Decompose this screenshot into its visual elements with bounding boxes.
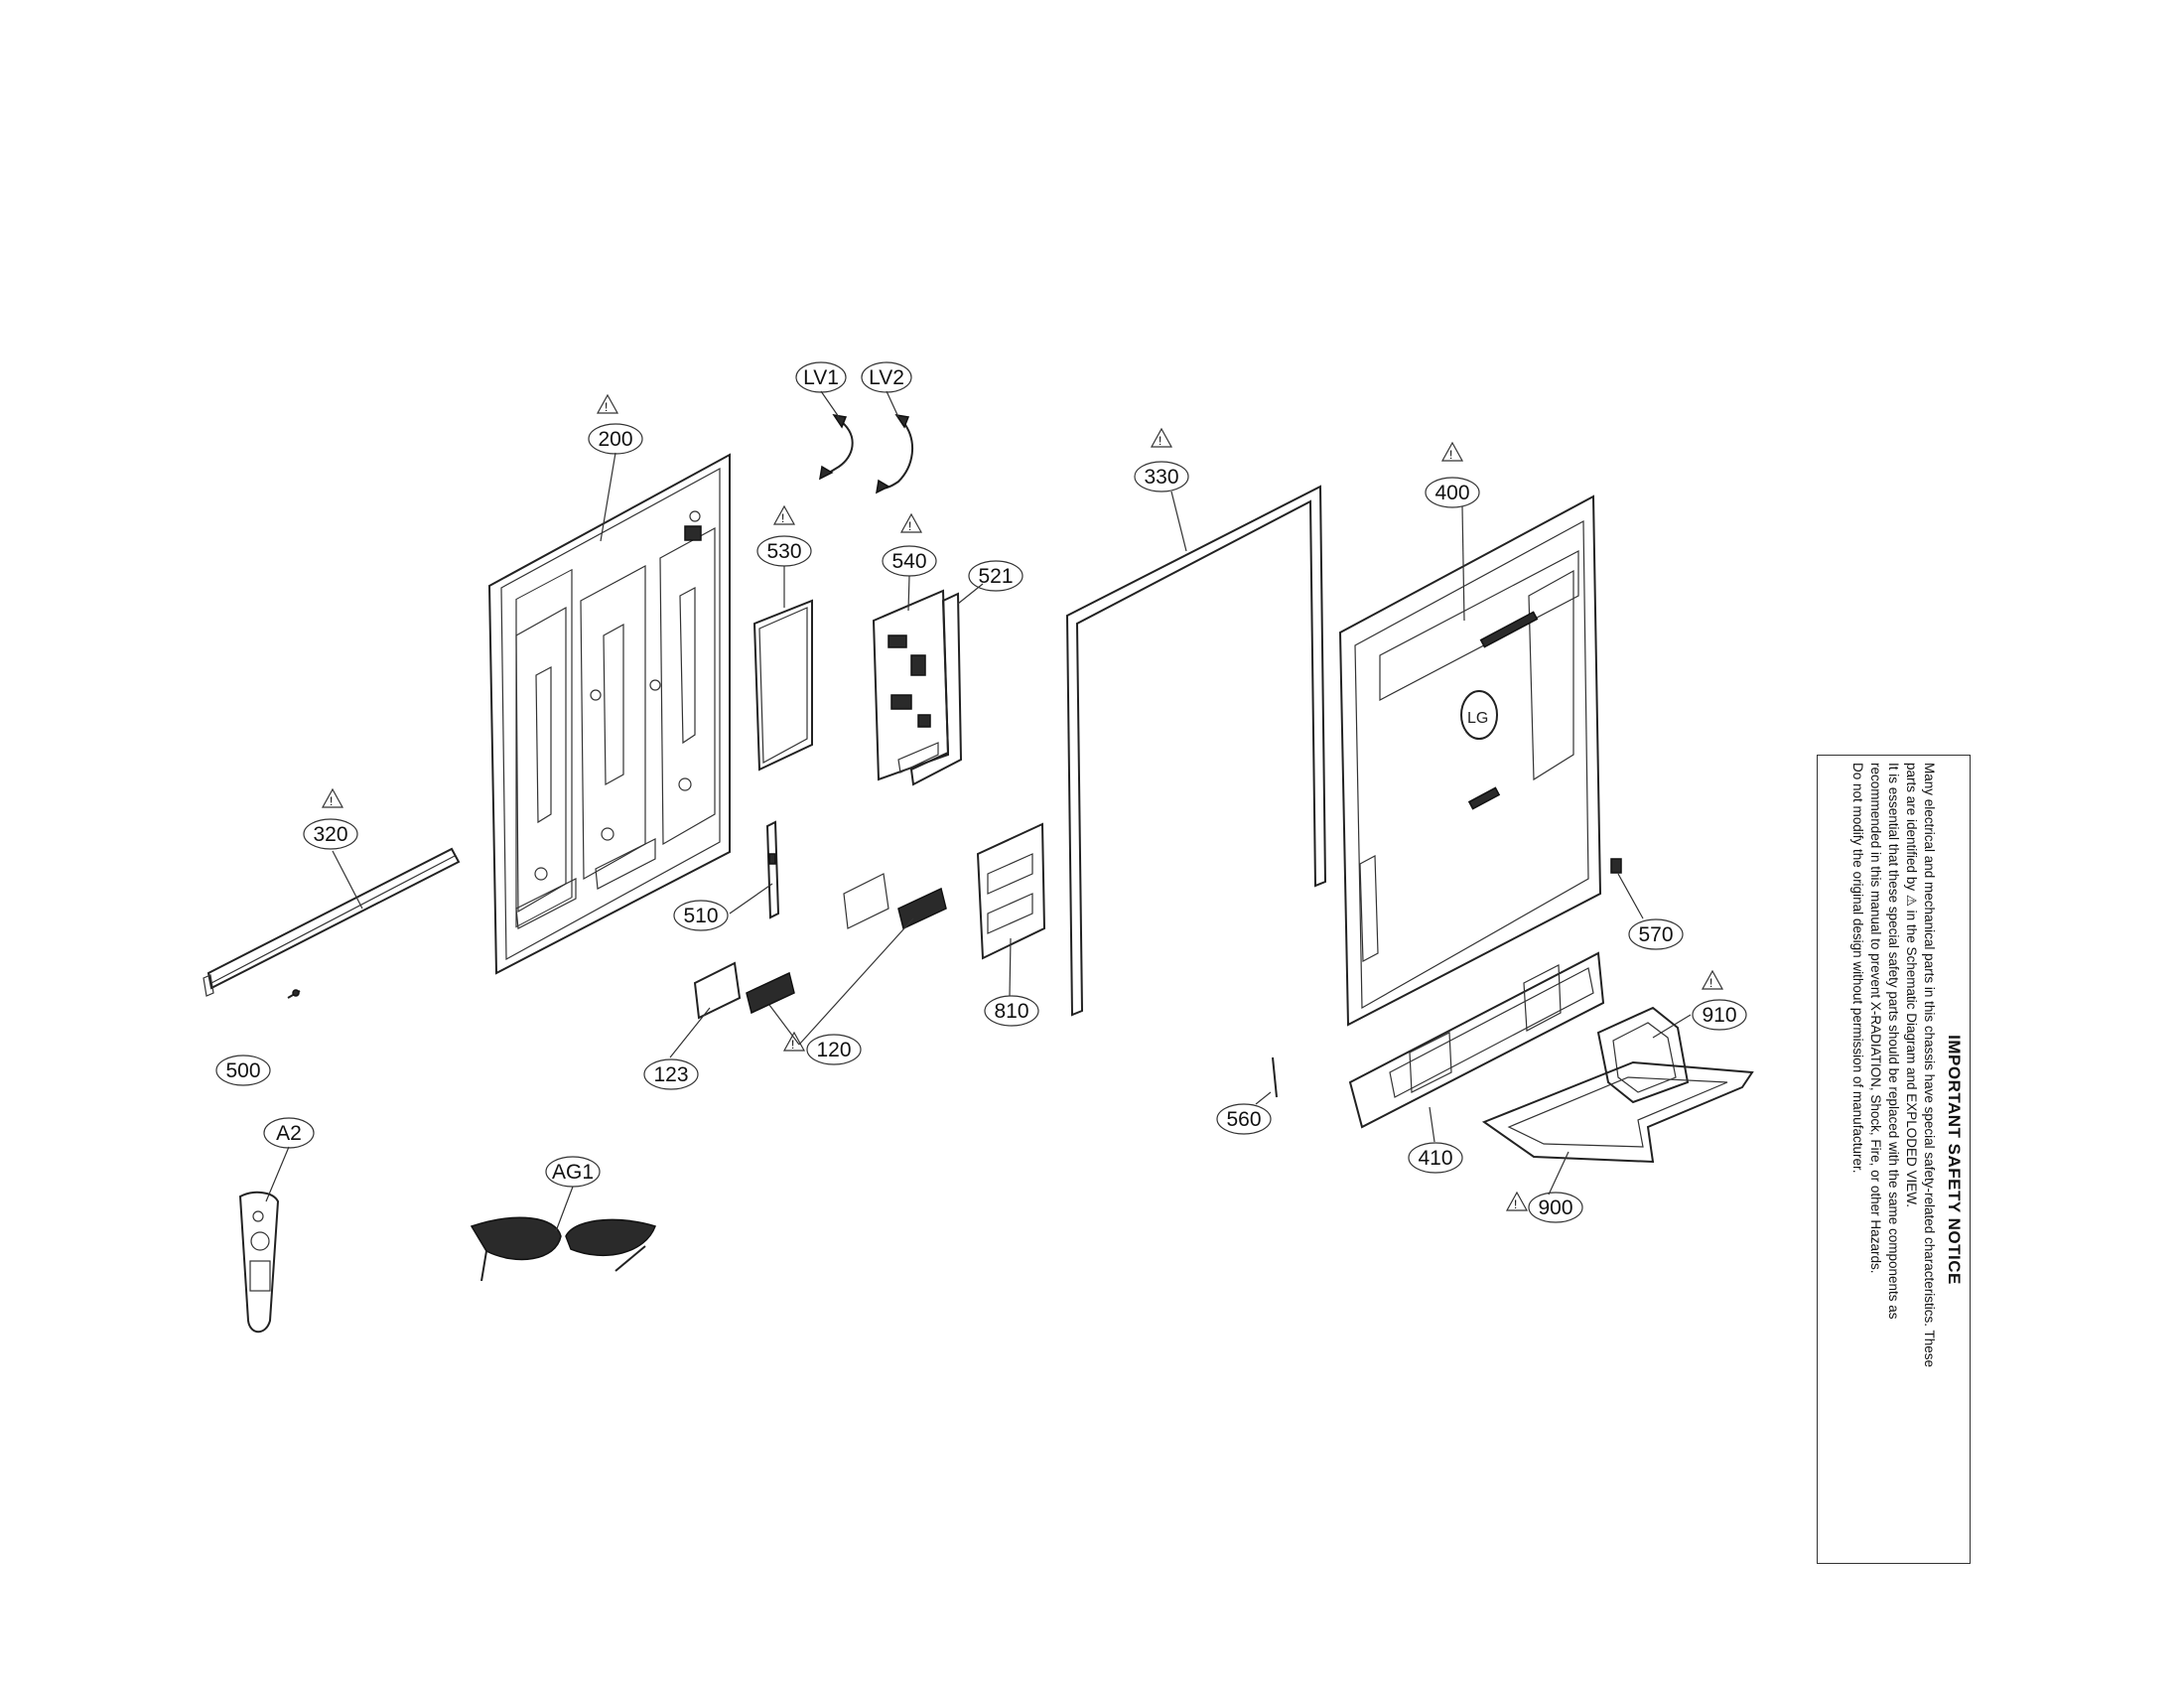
callout-900: 900 bbox=[1528, 1192, 1583, 1223]
warning-triangles: ! ! ! ! ! ! ! ! ! bbox=[321, 393, 1724, 1211]
callout-570: 570 bbox=[1628, 918, 1684, 950]
svg-text:!: ! bbox=[908, 519, 911, 533]
callout-a2: A2 bbox=[263, 1117, 315, 1149]
callout-410-text: 410 bbox=[1418, 1147, 1452, 1170]
part-330-front-bezel bbox=[1065, 485, 1327, 1017]
callout-570-text: 570 bbox=[1638, 923, 1673, 946]
callout-540: 540 bbox=[882, 545, 937, 577]
callout-ag1: AG1 bbox=[545, 1156, 601, 1188]
part-lv1-cable bbox=[819, 413, 854, 481]
part-200-panel-frame bbox=[487, 453, 731, 975]
callout-560-text: 560 bbox=[1226, 1108, 1261, 1131]
part-500-screw bbox=[287, 989, 301, 999]
callout-a2-text: A2 bbox=[276, 1122, 302, 1145]
part-530-power-board bbox=[752, 599, 813, 772]
callout-123-text: 123 bbox=[653, 1063, 688, 1086]
callout-120: 120 bbox=[806, 1034, 862, 1065]
safety-notice-line-4: recommended in this manual to prevent X-… bbox=[1868, 763, 1883, 1274]
svg-text:!: ! bbox=[330, 794, 333, 808]
warning-triangle-icon: ! bbox=[321, 787, 344, 808]
callout-910-text: 910 bbox=[1702, 1004, 1736, 1027]
warning-triangle-icon: ! bbox=[1701, 969, 1724, 990]
part-lv2-cable bbox=[876, 413, 914, 494]
part-570-clip bbox=[1610, 858, 1622, 874]
callout-410: 410 bbox=[1408, 1142, 1463, 1174]
part-810-wall-bracket bbox=[976, 822, 1046, 960]
part-ag1-3d-glasses bbox=[470, 1216, 656, 1282]
svg-text:!: ! bbox=[1514, 1197, 1517, 1211]
callout-330: 330 bbox=[1134, 461, 1189, 492]
svg-text:!: ! bbox=[1709, 976, 1712, 990]
callout-540-text: 540 bbox=[891, 550, 926, 573]
part-123-speaker-bracket bbox=[693, 873, 889, 1020]
callout-330-text: 330 bbox=[1144, 466, 1178, 489]
leader-lines bbox=[265, 390, 1692, 1232]
safety-notice-box: IMPORTANT SAFETY NOTICE Many electrical … bbox=[1817, 755, 1971, 1564]
safety-notice-line-5: Do not modify the original design withou… bbox=[1850, 763, 1865, 1174]
svg-text:!: ! bbox=[791, 1038, 794, 1052]
warning-triangle-icon: ! bbox=[596, 393, 619, 414]
callout-lv1-text: LV1 bbox=[803, 366, 839, 389]
svg-text:!: ! bbox=[1449, 448, 1452, 462]
svg-text:!: ! bbox=[781, 511, 784, 525]
part-320-bottom-bar bbox=[203, 847, 461, 997]
callout-400: 400 bbox=[1425, 477, 1480, 508]
callout-lv2-text: LV2 bbox=[869, 366, 904, 389]
warning-triangle-icon: ! bbox=[1505, 1191, 1529, 1211]
callout-560: 560 bbox=[1216, 1103, 1272, 1135]
callout-510: 510 bbox=[673, 900, 729, 931]
callout-lv1: LV1 bbox=[795, 361, 847, 393]
callout-lv2: LV2 bbox=[861, 361, 912, 393]
lg-logo-icon bbox=[1460, 690, 1498, 740]
warning-triangle-icon: ! bbox=[899, 512, 923, 533]
callout-910: 910 bbox=[1692, 999, 1747, 1031]
part-400-back-cover: LG bbox=[1338, 494, 1602, 1027]
safety-notice-line-2: parts are identified by ⚠ in the Schemat… bbox=[1904, 763, 1919, 1208]
callout-510-text: 510 bbox=[683, 905, 718, 927]
callout-labels: 200 LV1 LV2 530 540 521 330 400 320 510 … bbox=[215, 361, 1747, 1223]
callout-530-text: 530 bbox=[766, 540, 801, 563]
warning-triangle-icon: ! bbox=[1150, 427, 1173, 448]
svg-text:!: ! bbox=[1159, 434, 1161, 448]
callout-400-text: 400 bbox=[1434, 482, 1469, 504]
safety-notice-title: IMPORTANT SAFETY NOTICE bbox=[1945, 1035, 1964, 1285]
part-410-stand-cover bbox=[1348, 951, 1605, 1129]
part-510-ir-board bbox=[765, 820, 780, 919]
svg-text:LG: LG bbox=[1467, 710, 1488, 727]
callout-120-text: 120 bbox=[816, 1039, 851, 1061]
callout-ag1-text: AG1 bbox=[552, 1161, 594, 1184]
callout-320: 320 bbox=[303, 818, 358, 850]
callout-123: 123 bbox=[643, 1058, 699, 1090]
svg-text:!: ! bbox=[605, 400, 608, 414]
callout-810: 810 bbox=[984, 995, 1039, 1027]
safety-notice-line-1: Many electrical and mechanical parts in … bbox=[1922, 763, 1937, 1368]
callout-500: 500 bbox=[215, 1055, 271, 1086]
callout-810-text: 810 bbox=[994, 1000, 1028, 1023]
callout-320-text: 320 bbox=[313, 823, 347, 846]
part-900-stand-base bbox=[1481, 1060, 1754, 1164]
callout-200: 200 bbox=[588, 423, 643, 455]
part-a2-remote-control bbox=[238, 1191, 280, 1334]
callout-521: 521 bbox=[968, 560, 1024, 592]
part-560-screw bbox=[1272, 1056, 1278, 1098]
callout-521-text: 521 bbox=[978, 565, 1013, 588]
part-521-board-bracket bbox=[909, 592, 963, 786]
callout-200-text: 200 bbox=[598, 428, 632, 451]
warning-triangle-icon: ! bbox=[1440, 441, 1464, 462]
safety-notice-line-3: It is essential that these special safet… bbox=[1886, 763, 1901, 1320]
safety-notice-content: IMPORTANT SAFETY NOTICE Many electrical … bbox=[1825, 763, 1964, 1557]
part-910-stand-neck bbox=[1596, 1006, 1690, 1104]
callout-900-text: 900 bbox=[1538, 1196, 1572, 1219]
part-540-main-board bbox=[872, 589, 950, 781]
callout-500-text: 500 bbox=[225, 1059, 260, 1082]
callout-530: 530 bbox=[756, 535, 812, 567]
part-120-speakers bbox=[746, 887, 947, 1015]
warning-triangle-icon: ! bbox=[772, 504, 796, 525]
warning-triangle-icon: ! bbox=[782, 1031, 806, 1052]
